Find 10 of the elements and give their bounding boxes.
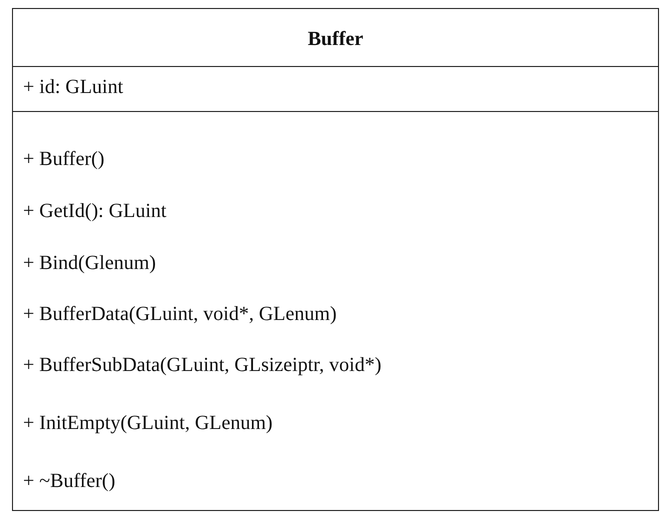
method: + BufferSubData(GLuint, GLsizeiptr, void*) [23,353,382,377]
method: + Bind(Glenum) [23,251,156,275]
class-name: Buffer [306,27,364,51]
method: + GetId(): GLuint [23,199,166,223]
class-box [12,8,659,511]
method: + InitEmpty(GLuint, GLenum) [23,411,273,435]
attribute: + id: GLuint [23,75,124,99]
method: + Buffer() [23,147,104,171]
method: + BufferData(GLuint, void*, GLenum) [23,302,337,326]
method: + ~Buffer() [23,469,116,493]
